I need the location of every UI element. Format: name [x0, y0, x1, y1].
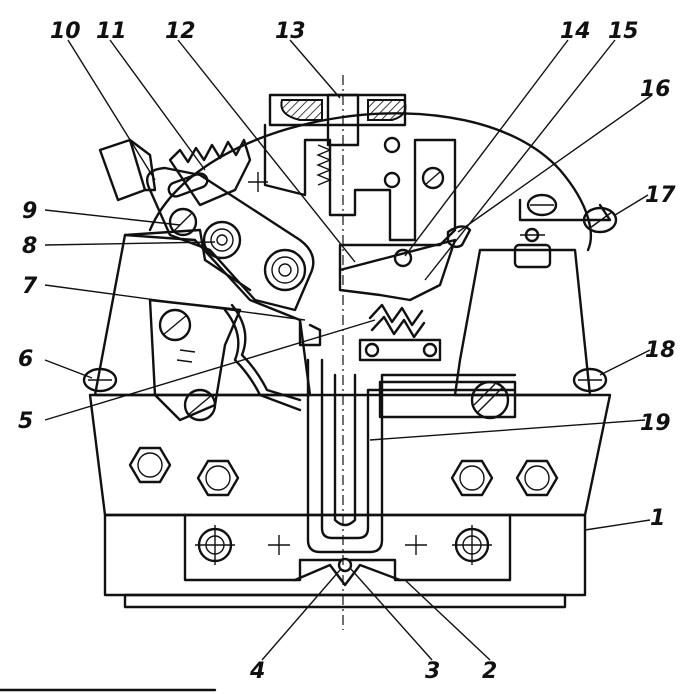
u-tube-inner [320, 358, 517, 540]
right-bar-screw [470, 380, 510, 420]
right-terminal-plate [518, 198, 612, 222]
terminal-screw-18 [572, 367, 608, 393]
housing-right [453, 248, 592, 397]
knob-10 [98, 138, 157, 202]
pivot-big [263, 248, 307, 292]
ratchet-sector [168, 138, 252, 207]
base-screw-left [195, 525, 235, 565]
callout-6: 6 [18, 347, 33, 372]
base-foot [123, 593, 567, 609]
terminal-screw-17 [582, 206, 618, 234]
callout-3: 3 [425, 659, 440, 684]
screw-8 [202, 220, 242, 260]
right-bar [378, 380, 517, 419]
armature-bracket [263, 123, 457, 272]
leader-lines [44, 39, 653, 661]
callout-1: 1 [650, 506, 665, 531]
callout-9: 9 [22, 199, 37, 224]
armature-screw-a [383, 136, 401, 154]
crosshair-marks [248, 172, 545, 555]
base-screw-right [452, 525, 492, 565]
callout-4: 4 [249, 659, 265, 684]
left-plate-mark-a [179, 349, 196, 353]
lever-slot [167, 172, 209, 198]
terminal-screw-top-right [526, 193, 558, 217]
left-housing-top [123, 228, 252, 292]
spring-seat [358, 338, 442, 362]
coil-insulation-left [280, 99, 323, 121]
callout-19: 19 [640, 411, 671, 436]
callout-13: 13 [275, 19, 306, 44]
flat-spring-inner [230, 303, 302, 402]
main-spring [368, 303, 426, 339]
left-plate-screw-bottom [183, 388, 217, 422]
hex-nut-2 [196, 459, 240, 497]
base-block [103, 513, 587, 597]
callout-14: 14 [560, 19, 591, 44]
callout-7: 7 [22, 274, 38, 299]
callout-18: 18 [645, 338, 676, 363]
screw-9 [168, 207, 198, 237]
spring-contact-16 [446, 225, 472, 249]
callout-12: 12 [165, 19, 196, 44]
contact-tab [298, 318, 322, 347]
spring-seat-pin-b [422, 342, 438, 358]
contact-point [337, 557, 353, 573]
callout-16: 16 [640, 77, 671, 102]
spring-plate [338, 238, 457, 302]
callout-8: 8 [22, 234, 37, 259]
hex-nut-4 [515, 459, 559, 497]
callout-5: 5 [18, 409, 33, 434]
callout-10: 10 [50, 19, 81, 44]
coil-insulation-right [367, 99, 407, 121]
spring-seat-pin-a [364, 342, 380, 358]
adjust-screw-top [421, 166, 445, 190]
left-plate-screw-top [158, 308, 192, 342]
u-tube-center [333, 373, 357, 527]
pivot-14 [393, 248, 413, 268]
callout-2: 2 [482, 659, 497, 684]
contact-v [293, 563, 402, 587]
callout-15: 15 [608, 19, 639, 44]
left-plate-mark-b [176, 359, 193, 363]
left-plate [148, 298, 242, 422]
terminal-screw-6 [82, 367, 118, 393]
armature-spring [316, 144, 332, 186]
dome-outline [148, 112, 592, 252]
lower-body [88, 393, 612, 517]
right-window [513, 243, 552, 269]
callout-11: 11 [96, 19, 127, 44]
lever-arm [145, 166, 315, 312]
callout-17: 17 [645, 183, 676, 208]
hex-nut-1 [128, 446, 172, 484]
hex-nut-3 [450, 459, 494, 497]
u-tube-outer [306, 358, 517, 554]
armature-screw-b [383, 171, 401, 189]
